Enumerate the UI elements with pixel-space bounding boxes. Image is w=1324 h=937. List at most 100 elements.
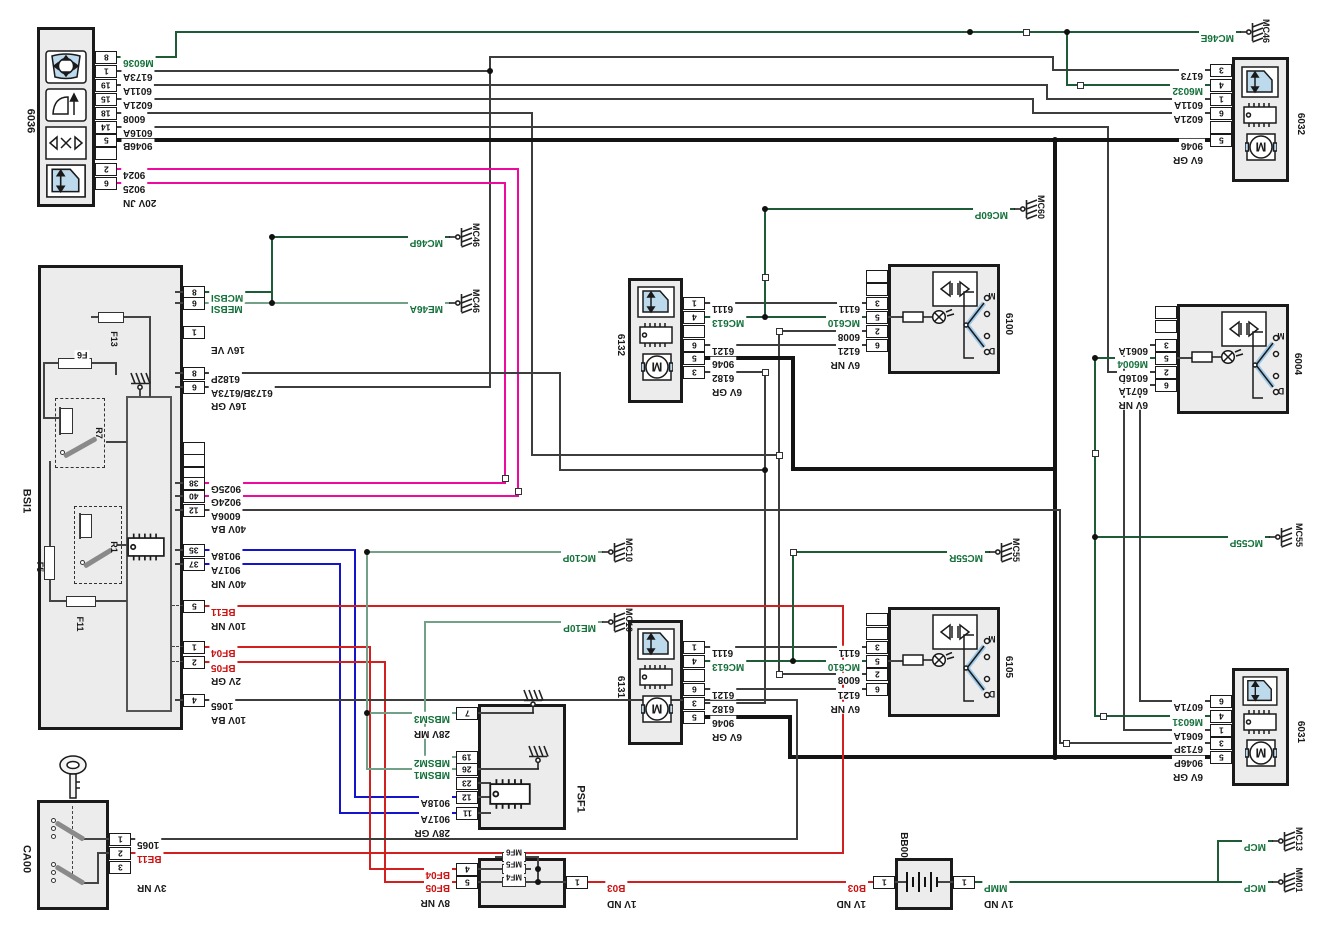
wire-segment (1046, 84, 1048, 100)
wire-segment (369, 646, 371, 870)
label-text: MBSM2 (411, 756, 452, 768)
label-text: 6008 (835, 330, 862, 342)
window-switch-icon (45, 164, 87, 198)
junction-dot (1052, 137, 1058, 143)
wire-segment (477, 881, 497, 883)
pin-ca00-3: 3 (109, 860, 131, 874)
chip-icon (127, 531, 165, 563)
pin-number: 14 (101, 122, 111, 133)
label-text: MC46 (1261, 18, 1272, 44)
wire-segment (531, 454, 780, 456)
label-text: 6105 (1002, 655, 1014, 679)
label-text: 3V NR (135, 881, 169, 893)
window-arrows-icon (1221, 311, 1267, 347)
ground-icon (602, 611, 628, 633)
label-text: 10V NR (209, 619, 249, 631)
svg-text:M: M (652, 702, 663, 717)
svg-text:M: M (1256, 746, 1267, 761)
pin-number: 5 (191, 601, 197, 612)
label-text: 6008 (121, 112, 148, 124)
pin-6004-3: 3 (1155, 338, 1177, 352)
pin-number: 5 (464, 877, 470, 888)
connector-junction (775, 451, 783, 459)
pin-number: 1 (574, 877, 580, 888)
pin-bsi1-12: 12 (183, 503, 205, 517)
connector-junction (514, 487, 522, 495)
wire-segment (778, 673, 867, 675)
label-text: 6111 (710, 646, 736, 658)
pin-number: 35 (189, 545, 199, 556)
wire-segment (489, 70, 491, 388)
wire-segment (338, 811, 458, 815)
label-text: 16V GR (209, 399, 249, 411)
connector-junction (1022, 28, 1030, 36)
junction-dot (535, 879, 541, 885)
pin-bsi1-5: 5 (183, 599, 205, 613)
chip-icon (639, 664, 673, 690)
pin-number: 38 (189, 478, 199, 489)
internal-bus-frame (126, 396, 172, 712)
label-text: M6036 (121, 56, 156, 68)
pin-number: 12 (189, 505, 199, 516)
relay-dashed-box (74, 506, 122, 584)
label-text: 6011A (121, 84, 154, 96)
label-text: 9046 (710, 716, 737, 728)
wire-segment (129, 316, 151, 318)
wire-segment (1217, 840, 1219, 883)
junction-dot (1092, 355, 1098, 361)
pin-number: 1 (103, 66, 109, 77)
fuse-body (98, 312, 124, 323)
label-text: 6182 (710, 702, 737, 714)
pin-6032-1: 1 (1210, 92, 1232, 106)
label-text: 2V GR (209, 674, 244, 686)
wire-segment (175, 563, 184, 565)
pin-bsi1-35: 35 (183, 543, 205, 557)
wire-segment (149, 316, 151, 397)
battery-bar (912, 877, 914, 887)
label-text: MC10 (624, 607, 635, 633)
label-text: 1V ND (982, 897, 1016, 909)
contact-circle (50, 869, 56, 875)
contact-circle (50, 833, 56, 839)
wire-segment (788, 715, 792, 759)
pin-6004-blank (1155, 305, 1177, 319)
wire-segment (477, 782, 491, 784)
pin-number: 12 (462, 792, 472, 803)
label-text: 6173B/6173A (209, 386, 275, 398)
wire-segment (1032, 98, 1034, 114)
label-text: ME46A (407, 302, 445, 314)
wire-segment (271, 236, 273, 304)
wire-segment (175, 386, 184, 388)
label-text: MC46 (471, 288, 482, 314)
connector-junction (501, 474, 509, 482)
relay-dashed-box (55, 398, 105, 468)
label-text: 6V GR (1170, 770, 1205, 782)
wire-segment (764, 208, 766, 318)
ground-icon (1272, 830, 1298, 852)
label-text: MF4 (504, 872, 524, 882)
wire-segment (116, 168, 519, 170)
pin-number: 3 (874, 298, 880, 309)
pin-6036-2: 2 (95, 162, 117, 176)
pin-number: 2 (1163, 367, 1169, 378)
pin-number: 19 (101, 80, 111, 91)
wire-segment (366, 551, 603, 553)
label-text: 9046 (1178, 139, 1205, 151)
wire-segment (704, 688, 867, 690)
label-text: 6008 (835, 673, 862, 685)
label-text: 9025G (209, 482, 244, 494)
label-text: 6071A (1116, 384, 1150, 396)
svg-text:M: M (652, 360, 663, 375)
pin-6032-blank (1210, 120, 1232, 134)
wire-segment (1052, 69, 1211, 71)
pin-bsi1-38: 38 (183, 476, 205, 490)
pin-number: 8 (191, 287, 197, 298)
pin-6031-5: 5 (1210, 750, 1232, 764)
label-text: BE11 (209, 605, 238, 617)
junction-dot (535, 866, 541, 872)
pin-number: 5 (1218, 135, 1224, 146)
label-text: 6173A (121, 70, 155, 82)
wire-segment (974, 881, 1273, 883)
label-text: F11 (75, 616, 86, 632)
wire-segment (704, 316, 867, 318)
